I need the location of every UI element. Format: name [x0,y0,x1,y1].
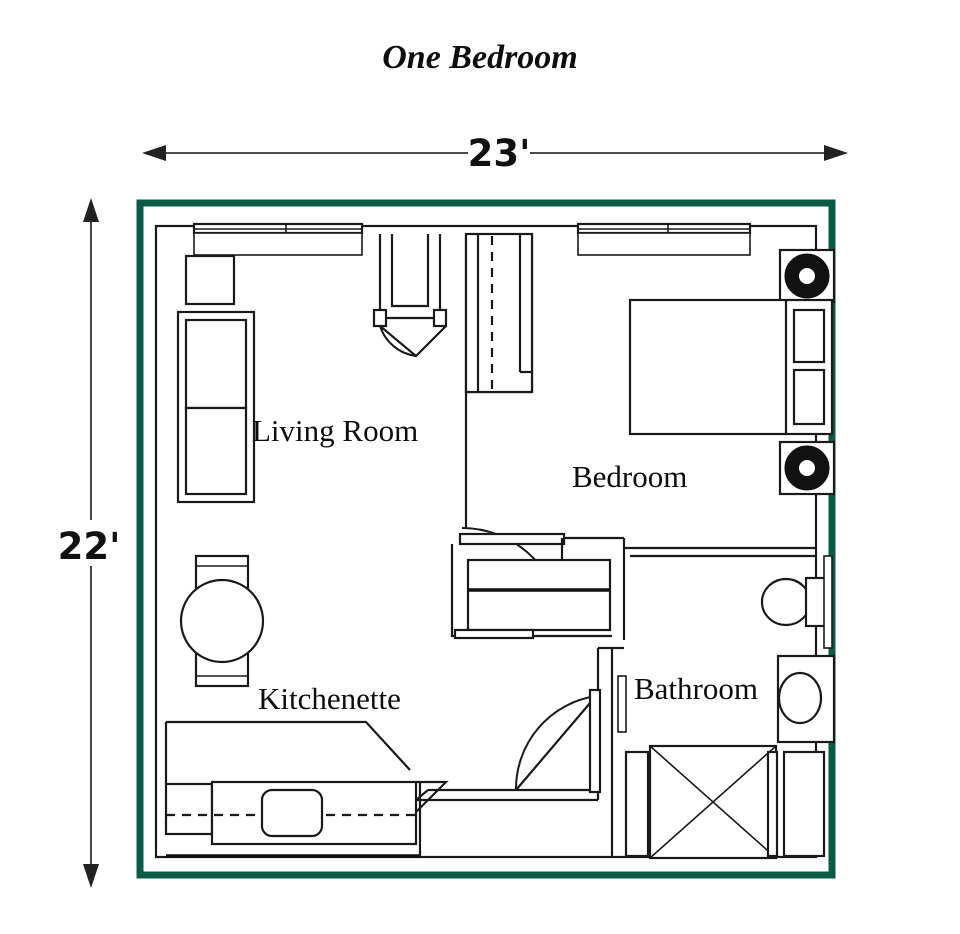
lamp-bottom-icon [784,445,830,491]
room-label-kitchenette: Kitchenette [258,681,401,716]
nightstand-bottom [778,440,836,496]
nightstand-top [778,248,836,304]
room-label-bathroom: Bathroom [634,671,758,706]
bedroom-window [576,222,752,256]
towel-bar [617,555,833,733]
toilet [760,576,832,628]
shower [624,744,826,860]
interior-wall-outline [154,224,818,859]
room-label-bedroom: Bedroom [572,459,687,494]
kitchenette-upper-cabinet [164,720,411,784]
horizontal-dimension-arrow: 23' [142,132,848,175]
sofa [176,310,256,504]
room-labels: Living Room Bedroom Kitchenette Bathroom [252,413,758,716]
lamp-top-icon [784,253,830,299]
hall-closet [464,232,534,394]
pillow-lower [792,368,826,426]
bed [628,298,834,436]
height-dimension-label: 22' [58,525,121,568]
kitchen-appliance [164,782,214,836]
room-label-living-room: Living Room [252,413,418,448]
hall-linen-closet [450,544,612,640]
pillow-upper [792,308,826,364]
bathroom-door[interactable] [514,688,602,794]
entry-door[interactable] [379,325,447,358]
round-dining-table [179,554,265,688]
side-table [184,254,236,306]
kitchen-sink [260,788,324,838]
vanity-sink [776,654,836,744]
kitchenette-counter [164,780,449,858]
vertical-dimension-arrow: 22' [40,198,142,888]
living-room-window [192,222,364,256]
width-dimension-label: 23' [468,132,531,175]
page-title: One Bedroom [382,39,578,76]
